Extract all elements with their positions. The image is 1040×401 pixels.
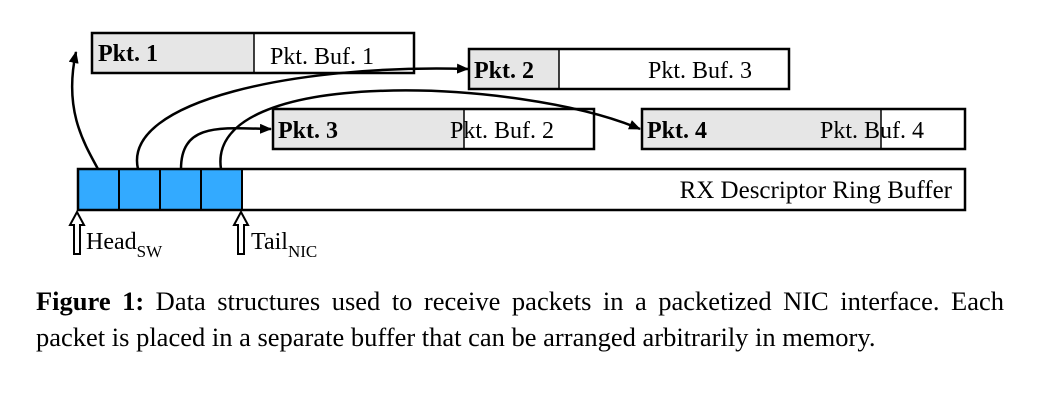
ring-slot-1 — [77, 168, 120, 211]
pkt-2-buffer — [467, 47, 791, 91]
ring-label: RX Descriptor Ring Buffer — [680, 177, 953, 204]
arrow-to-pkt-4 — [219, 89, 641, 170]
tail-label: TailNIC — [251, 229, 317, 261]
arrow-to-pkt-3 — [179, 123, 272, 170]
head-label-sub: SW — [137, 242, 163, 261]
head-label-main: Head — [86, 229, 137, 255]
pkt-buf-2-label: Pkt. Buf. 2 — [450, 118, 554, 144]
caption-text: Data structures used to receive packets … — [36, 286, 1004, 352]
pkt-1-label: Pkt. 1 — [98, 41, 158, 67]
tail-label-sub: NIC — [288, 242, 317, 261]
pkt-1-header — [91, 32, 255, 74]
packet-buffer-3: Pkt. 3 Pkt. Buf. 2 — [271, 107, 596, 151]
ring-slot-4 — [200, 168, 243, 211]
tail-label-main: Tail — [251, 229, 288, 255]
head-label: HeadSW — [86, 229, 163, 261]
head-arrow-icon — [68, 209, 86, 255]
packet-buffer-2: Pkt. 2 Pkt. Buf. 3 — [467, 47, 791, 91]
ring-outline — [76, 167, 967, 212]
pkt-3-header — [272, 108, 465, 150]
pkt-3-label: Pkt. 3 — [278, 118, 338, 144]
packet-buffer-4: Pkt. 4 Pkt. Buf. 4 — [640, 107, 967, 151]
figure-caption: Figure 1: Data structures used to receiv… — [36, 283, 1004, 355]
tail-pointer: TailNIC — [232, 209, 317, 261]
pkt-4-buffer — [640, 107, 967, 151]
packet-buffer-1: Pkt. 1 Pkt. Buf. 1 — [90, 31, 416, 75]
pkt-2-label: Pkt. 2 — [474, 58, 534, 84]
pkt-3-buffer — [271, 107, 596, 151]
head-pointer: HeadSW — [68, 209, 163, 261]
rx-descriptor-ring: RX Descriptor Ring Buffer — [76, 167, 967, 212]
pkt-buf-4-label: Pkt. Buf. 4 — [820, 118, 924, 144]
descriptor-arrows — [68, 51, 641, 170]
arrow-to-pkt-1 — [68, 51, 100, 170]
packet-buffer-diagram: Pkt. 1 Pkt. Buf. 1 Pkt. 2 Pkt. Buf. 3 Pk… — [68, 31, 967, 261]
pkt-4-label: Pkt. 4 — [647, 118, 707, 144]
pkt-buf-1-label: Pkt. Buf. 1 — [270, 44, 374, 70]
ring-slot-2 — [118, 168, 161, 211]
caption-label: Figure 1: — [36, 286, 145, 316]
ring-slot-3 — [159, 168, 202, 211]
tail-arrow-icon — [232, 209, 250, 255]
pkt-1-buffer — [90, 31, 416, 75]
arrow-to-pkt-2 — [135, 63, 469, 170]
pkt-buf-3-label: Pkt. Buf. 3 — [648, 58, 752, 84]
